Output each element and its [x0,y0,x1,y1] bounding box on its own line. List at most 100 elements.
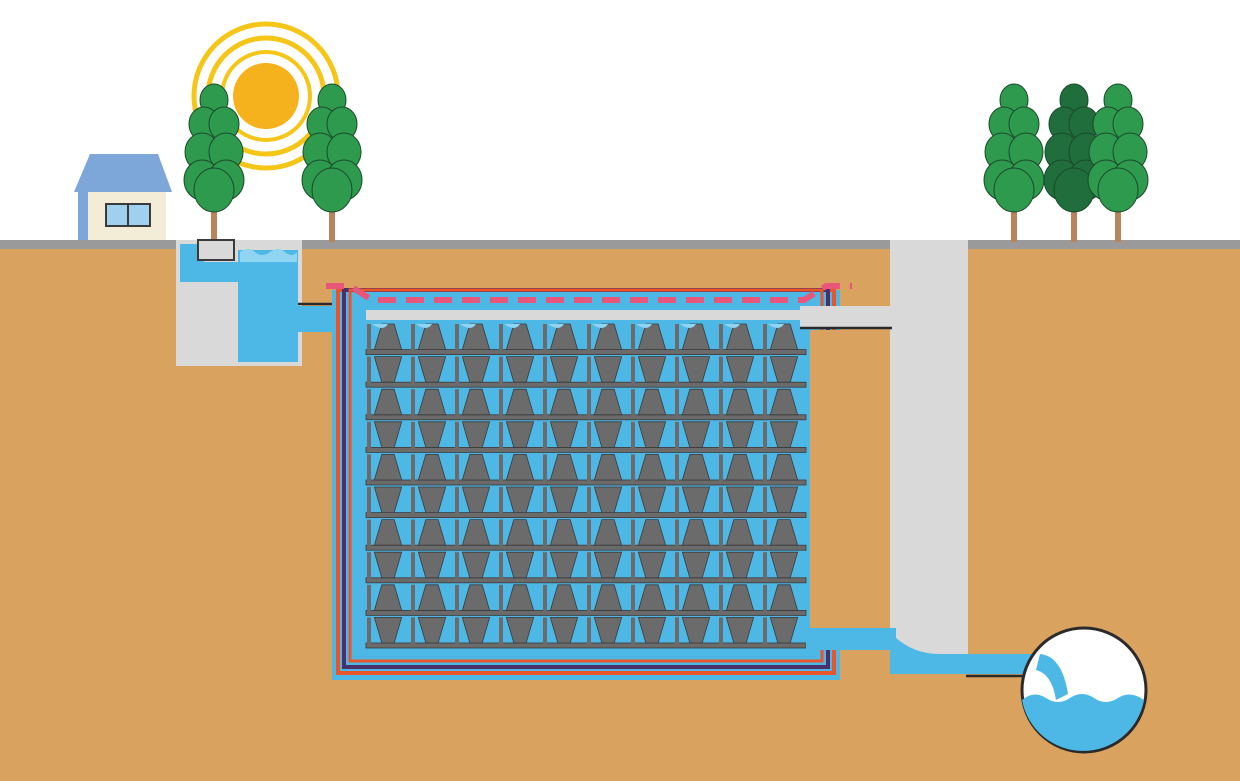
air-pocket [548,324,564,328]
module-leg [763,356,767,384]
storage-module-cone [549,617,579,644]
storage-module-cone [417,453,447,481]
tree-foliage [1053,167,1095,213]
storage-module-cone [505,551,535,579]
storage-module-cone [505,356,535,383]
module-leg [631,487,635,514]
module-leg [631,617,635,644]
module-leg [367,454,371,481]
storage-module-cone [593,453,623,481]
module-leg [455,356,459,384]
storage-module-cone [461,323,491,351]
house-roof-side [74,192,88,240]
storage-module-cone [769,323,799,351]
module-leg [763,389,767,416]
storage-module-cone [593,323,623,351]
module-leg [411,487,415,514]
storage-module-cone [549,323,579,351]
storage-module-cone [417,486,447,513]
module-leg [631,552,635,579]
module-leg [631,389,635,416]
storage-module-cone [549,453,579,481]
module-leg [719,617,723,644]
storage-module-cone [725,486,755,513]
tree-foliage [311,167,353,213]
module-leg [675,617,679,644]
storage-module-cone [681,453,711,481]
module-leg [587,454,591,481]
storage-module-cone [725,584,755,611]
storage-module-cone [637,551,667,579]
module-leg [763,617,767,644]
module-leg [499,356,503,384]
module-leg [411,617,415,644]
storage-module-cone [593,421,623,448]
module-leg [675,552,679,579]
storage-module-cone [681,551,711,579]
module-leg [675,519,679,547]
catch-basin-surface [240,249,297,262]
storage-module-cone [681,519,711,546]
module-leg [499,584,503,612]
air-pocket [372,324,388,328]
module-leg [675,421,679,449]
trees [183,83,1149,242]
storage-module-cone [373,388,403,416]
module-leg [455,324,459,351]
outlet-structure [800,240,1148,754]
storage-module-cone [549,519,579,546]
storage-module-cone [461,388,491,416]
storage-module-cone [725,551,755,579]
storage-module-cone [769,584,799,611]
module-leg [455,552,459,579]
module-leg [499,552,503,579]
storage-module-cone [373,584,403,611]
module-leg [763,421,767,449]
storage-module-cone [505,617,535,644]
storage-module-cone [417,617,447,644]
module-leg [631,356,635,384]
module-leg [367,617,371,644]
catch-basin-water [238,250,298,362]
air-pocket [460,324,476,328]
storage-module-cone [373,486,403,513]
module-plate [365,479,807,486]
module-leg [543,552,547,579]
storage-module-cone [593,617,623,644]
module-leg [499,519,503,547]
air-pocket [636,324,652,328]
storage-module-cone [373,356,403,383]
module-leg [543,454,547,481]
module-leg [763,487,767,514]
storage-module-cone [681,323,711,351]
ground-surface [0,240,1240,249]
module-leg [543,324,547,351]
module-leg [499,487,503,514]
module-leg [455,389,459,416]
module-leg [411,552,415,579]
tree-icon [183,83,245,242]
module-leg [543,421,547,449]
module-leg [587,421,591,449]
house-icon [74,154,172,240]
module-leg [587,552,591,579]
module-plate [365,642,807,649]
storage-module-cone [549,486,579,513]
inlet-grate [197,239,235,261]
module-leg [499,324,503,351]
module-leg [631,454,635,481]
module-plate [365,512,807,518]
storage-module-cone [461,486,491,513]
module-leg [543,356,547,384]
storage-module-cone [461,584,491,611]
module-leg [675,584,679,612]
storage-module-cone [417,421,447,448]
module-leg [367,356,371,384]
storage-module-cone [417,584,447,611]
module-leg [411,389,415,416]
storage-module-cone [769,453,799,481]
storage-module-cone [637,453,667,481]
discharge-fall [1036,654,1068,700]
storage-module-cone [681,617,711,644]
